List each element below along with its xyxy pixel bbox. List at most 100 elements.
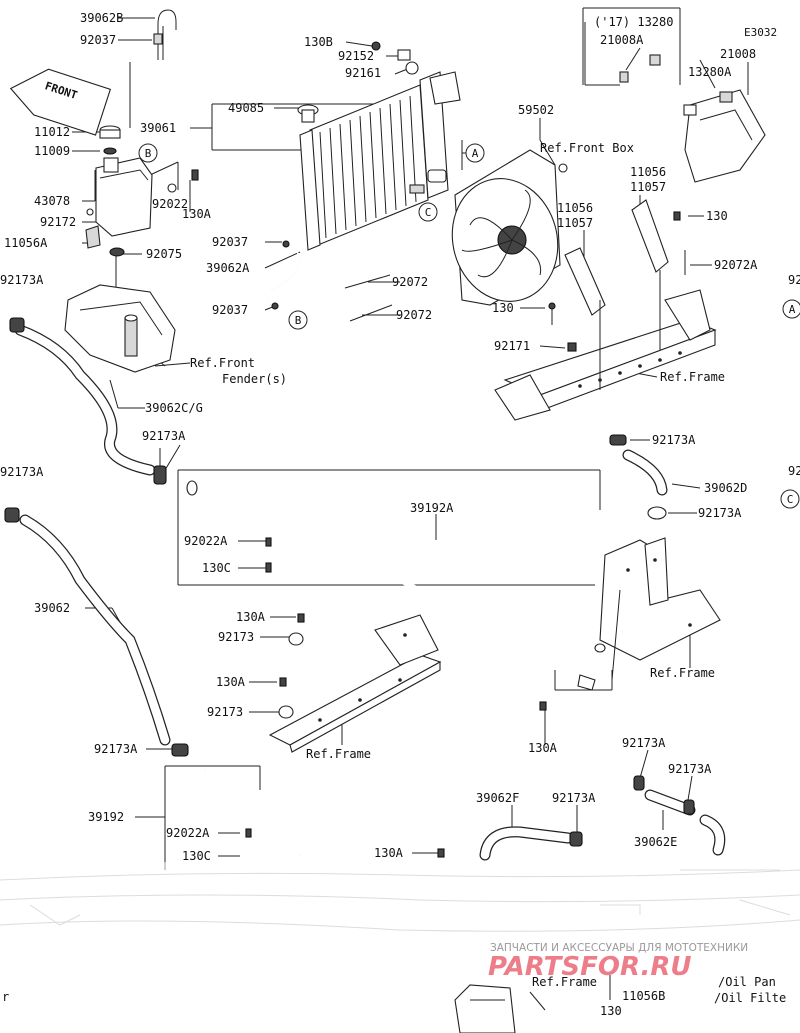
watermark-tagline: ЗАПЧАСТИ И АКСЕССУАРЫ ДЛЯ МОТОТЕХНИКИ — [490, 942, 748, 954]
label-92037: 92037 — [212, 235, 248, 249]
label-E3032: E3032 — [744, 26, 777, 39]
label-oil-pan: /Oil Pan — [718, 975, 776, 989]
svg-text:B: B — [145, 147, 152, 160]
label-39062D: 39062D — [704, 481, 747, 495]
svg-text:A: A — [472, 147, 479, 160]
svg-text:A: A — [789, 303, 796, 316]
label-39062B: 39062B — [80, 11, 123, 25]
water-pipes — [186, 480, 606, 857]
label-17-13280: ('17) 13280 — [594, 15, 673, 29]
label-edge-92: 92 — [788, 464, 800, 478]
label-39061: 39061 — [140, 121, 176, 135]
label-ref-frame: Ref.Frame — [532, 975, 597, 989]
label-130A: 130A — [374, 846, 404, 860]
label-21008A: 21008A — [600, 33, 644, 47]
label-39062CG: 39062C/G — [145, 401, 203, 415]
callout-b-top — [138, 143, 158, 163]
label-92072A: 92072A — [714, 258, 758, 272]
label-13280A: 13280A — [688, 65, 732, 79]
label-11056: 11056 — [630, 165, 666, 179]
svg-text:C: C — [425, 206, 432, 219]
label-92173A: 92173A — [142, 429, 186, 443]
label-92072: 92072 — [396, 308, 432, 322]
label-130: 130 — [706, 209, 728, 223]
label-39062E: 39062E — [634, 835, 677, 849]
label-92161: 92161 — [345, 66, 381, 80]
label-11012: 11012 — [34, 125, 70, 139]
fan-assembly — [451, 149, 568, 306]
label-92173: 92173 — [207, 705, 243, 719]
small-fasteners — [245, 537, 547, 858]
hoses — [14, 324, 726, 861]
label-edge-92: 92 — [788, 273, 800, 287]
callout-a-right — [782, 299, 800, 319]
label-11056A: 11056A — [4, 236, 48, 250]
label-39062A: 39062A — [206, 261, 250, 275]
label-130C: 130C — [202, 561, 231, 575]
label-92173A: 92173A — [0, 273, 44, 287]
watermark: ЗАПЧАСТИ И АКСЕССУАРЫ ДЛЯ МОТОТЕХНИКИ PA… — [488, 942, 748, 982]
svg-text:C: C — [787, 493, 794, 506]
callout-b-hose — [288, 310, 308, 330]
bottom-fragment — [454, 984, 546, 1033]
label-130A: 130A — [216, 675, 246, 689]
label-92173A: 92173A — [668, 762, 712, 776]
reservoir-group: FRONT — [9, 9, 199, 373]
label-92152: 92152 — [338, 49, 374, 63]
frame-lower — [268, 614, 442, 753]
label-edge-r: r — [2, 990, 9, 1004]
label-130B: 130B — [304, 35, 333, 49]
svg-text:B: B — [295, 314, 302, 327]
label-39192A: 39192A — [410, 501, 454, 515]
label-11056B: 11056B — [622, 989, 665, 1003]
front-direction-arrow: FRONT — [9, 68, 112, 136]
label-ref-frame: Ref.Frame — [660, 370, 725, 384]
label-130A: 130A — [182, 207, 212, 221]
label-92022: 92022 — [152, 197, 188, 211]
label-fenders: Fender(s) — [222, 372, 287, 386]
frame-middle — [577, 537, 721, 691]
label-92022A: 92022A — [184, 534, 228, 548]
label-92173A: 92173A — [622, 736, 666, 750]
label-11057: 11057 — [630, 180, 666, 194]
hose-clamps — [4, 317, 695, 847]
label-92171: 92171 — [494, 339, 530, 353]
label-92173A: 92173A — [652, 433, 696, 447]
label-92072: 92072 — [392, 275, 428, 289]
callout-c-right — [780, 489, 800, 509]
label-130A: 130A — [528, 741, 558, 755]
label-92173A: 92173A — [94, 742, 138, 756]
label-92037: 92037 — [80, 33, 116, 47]
callout-c-radiator — [418, 202, 438, 222]
label-ref-frame: Ref.Frame — [650, 666, 715, 680]
radiator — [297, 41, 461, 251]
label-130: 130 — [492, 301, 514, 315]
label-92172: 92172 — [40, 215, 76, 229]
label-92173: 92173 — [218, 630, 254, 644]
label-49085: 49085 — [228, 101, 264, 115]
label-oil-filter: /Oil Filte — [714, 991, 786, 1005]
label-11009: 11009 — [34, 144, 70, 158]
label-ref-frame: Ref.Frame — [306, 747, 371, 761]
label-130: 130 — [600, 1004, 622, 1018]
label-92173A: 92173A — [0, 465, 44, 479]
frame-top — [494, 199, 717, 421]
label-130C: 130C — [182, 849, 211, 863]
label-92037: 92037 — [212, 303, 248, 317]
part-labels: 39062B 92037 11012 11009 43078 92172 110… — [0, 11, 800, 1018]
watermark-brand: PARTSFOR.RU — [488, 952, 691, 982]
label-59502: 59502 — [518, 103, 554, 117]
label-39062F: 39062F — [476, 791, 519, 805]
callout-circles: B C B A A C — [138, 143, 800, 509]
label-ref-front: Ref.Front — [190, 356, 255, 370]
label-92173A: 92173A — [698, 506, 742, 520]
label-11057: 11057 — [557, 216, 593, 230]
label-39062: 39062 — [34, 601, 70, 615]
label-11056: 11056 — [557, 201, 593, 215]
label-21008: 21008 — [720, 47, 756, 61]
label-39192: 39192 — [88, 810, 124, 824]
label-130A: 130A — [236, 610, 266, 624]
label-43078: 43078 — [34, 194, 70, 208]
label-92173A: 92173A — [552, 791, 596, 805]
